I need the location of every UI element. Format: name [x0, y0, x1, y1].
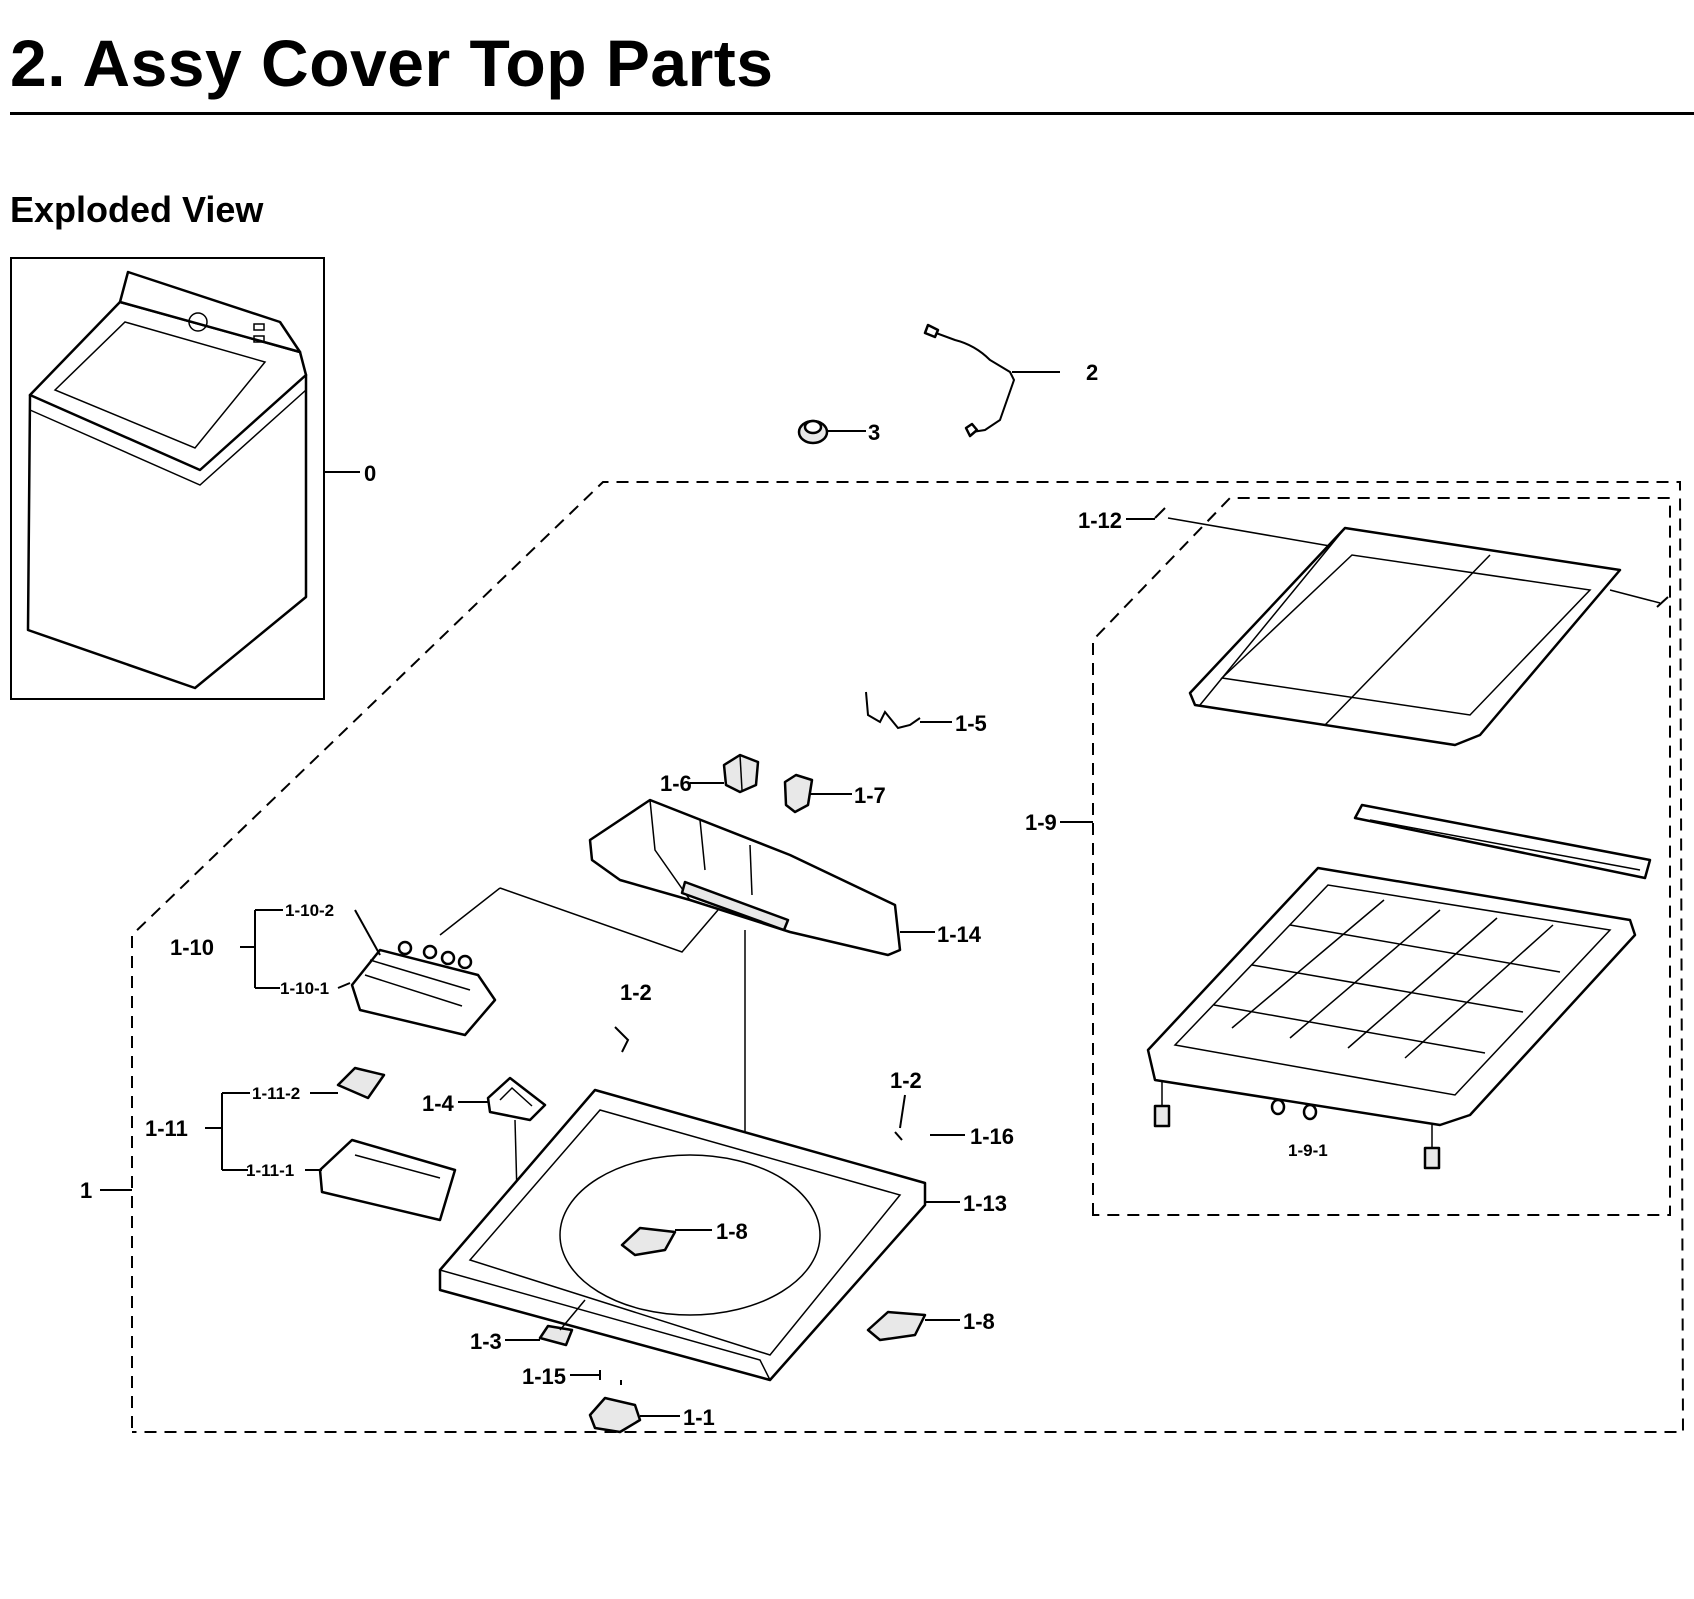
- lid-switch-part-1-1: [588, 1380, 642, 1434]
- drawer-cap-part-1-11-2: [336, 1066, 386, 1100]
- screw-part-1-2-b: [894, 1094, 906, 1141]
- washer-overview-inset: [10, 257, 325, 700]
- label-1-2-b: 1-2: [890, 1068, 922, 1093]
- switch-part-1-6: [722, 753, 760, 794]
- label-1-15: 1-15: [522, 1364, 566, 1389]
- knob-part-3: [797, 419, 829, 445]
- label-1-14: 1-14: [937, 922, 982, 947]
- screw-part-1-2-a: [614, 1026, 630, 1053]
- page-title: 2. Assy Cover Top Parts: [10, 26, 774, 100]
- label-1-5: 1-5: [955, 711, 987, 736]
- drawer-part-1-11-1: [318, 1138, 457, 1222]
- dispenser-part-1-10: [350, 940, 497, 1037]
- bracket-1-10: [240, 909, 283, 989]
- panel-housing-part-1-14: [588, 798, 902, 957]
- label-1-9: 1-9: [1025, 810, 1057, 835]
- label-1-2-a: 1-2: [620, 980, 652, 1005]
- latch-part-1-8-b: [866, 1310, 927, 1342]
- label-1-13: 1-13: [963, 1191, 1007, 1216]
- wire-harness-part-2: [923, 323, 1016, 438]
- label-1-4: 1-4: [422, 1091, 455, 1116]
- hinge-pin-part-1-12: [1154, 507, 1669, 608]
- door-lid: [1188, 526, 1622, 747]
- switch-part-1-7: [783, 773, 814, 814]
- label-1-12: 1-12: [1078, 508, 1122, 533]
- label-3: 3: [868, 420, 880, 445]
- label-1-11: 1-11: [145, 1116, 188, 1141]
- label-1-1: 1-1: [683, 1405, 715, 1430]
- assembly-1-9-outline: [1092, 497, 1671, 1216]
- label-1-10-1: 1-10-1: [280, 979, 329, 998]
- wire-part-1-5: [865, 691, 921, 730]
- lid-frame: [1146, 866, 1637, 1170]
- title-rule: [10, 112, 1694, 115]
- label-1-11-1: 1-11-1: [246, 1161, 294, 1180]
- label-1: 1: [80, 1178, 92, 1203]
- cap-part-1-3: [538, 1299, 586, 1347]
- label-1-11-2: 1-11-2: [252, 1084, 300, 1103]
- label-1-8-b: 1-8: [963, 1309, 995, 1334]
- bracket-1-11: [205, 1092, 250, 1171]
- hinge-bracket: [1353, 803, 1652, 880]
- latch-part-1-8-a: [620, 1226, 677, 1257]
- top-cover-part-1-13: [438, 1088, 927, 1382]
- label-0: 0: [364, 461, 376, 486]
- label-1-6: 1-6: [660, 771, 692, 796]
- assembly-1-outline: [131, 481, 1685, 1433]
- label-1-9-1: 1-9-1: [1288, 1141, 1328, 1160]
- label-1-8-a: 1-8: [716, 1219, 748, 1244]
- label-1-16: 1-16: [970, 1124, 1014, 1149]
- label-1-10-2: 1-10-2: [285, 901, 334, 920]
- label-1-10: 1-10: [170, 935, 214, 960]
- label-2: 2: [1086, 360, 1098, 385]
- label-1-7: 1-7: [854, 783, 886, 808]
- section-heading: Exploded View: [10, 189, 264, 230]
- label-1-3: 1-3: [470, 1329, 502, 1354]
